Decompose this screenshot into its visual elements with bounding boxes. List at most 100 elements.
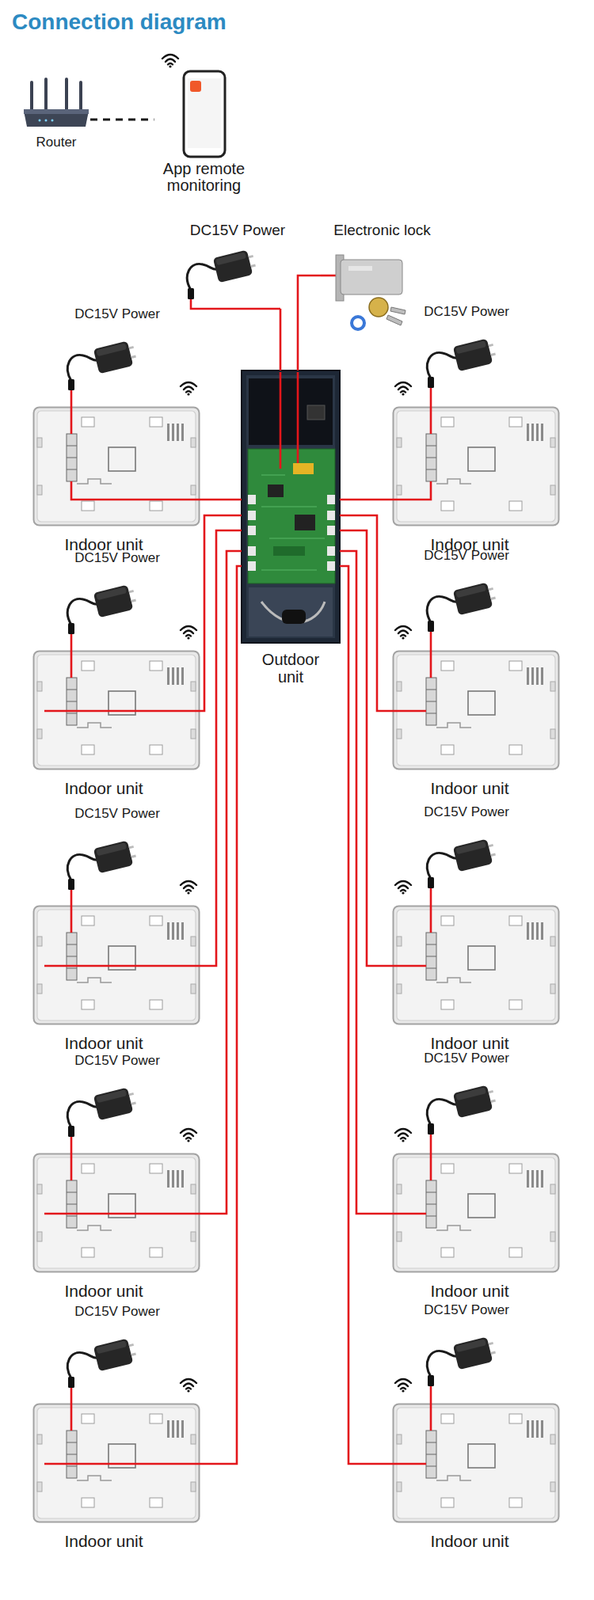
- lock-key: [386, 315, 403, 326]
- adapter-label: DC15V Power: [423, 1302, 510, 1319]
- lock-key: [390, 307, 406, 315]
- wire-connector: [70, 1395, 73, 1404]
- lock-illustration: [320, 255, 406, 330]
- board-part: [273, 546, 305, 556]
- adapter-label: DC15V Power: [423, 548, 510, 564]
- power-adapter: DC15V Power: [407, 304, 526, 399]
- indoor-monitor: [393, 407, 560, 526]
- adapter-label: DC15V Power: [74, 306, 160, 323]
- wire-connector: [200, 551, 242, 1215]
- indoor-unit: Indoor unit: [392, 650, 560, 799]
- network-link: [90, 118, 155, 122]
- diagram-title: Connection diagram: [11, 9, 227, 35]
- indoor-unit: Indoor unit: [32, 905, 201, 1054]
- wifi-icon: [395, 1129, 412, 1143]
- power-adapter: [186, 248, 258, 300]
- wire-connector: [200, 498, 242, 502]
- wire-connector: [200, 566, 242, 1465]
- lock-washer: [351, 316, 365, 330]
- unit-label: Indoor unit: [64, 779, 143, 799]
- power-adapter: [426, 837, 498, 889]
- wire-connector: [339, 566, 393, 1465]
- router-antenna: [31, 79, 81, 111]
- indoor-row: [34, 837, 560, 1025]
- adapter-label: DC15V Power: [190, 221, 286, 240]
- power-adapter: DC15V Power: [182, 221, 294, 309]
- unit-label: Indoor unit: [64, 1034, 143, 1054]
- router-node: Router: [22, 75, 91, 151]
- wifi-icon: [180, 881, 197, 895]
- power-adapter: [67, 1337, 138, 1389]
- power-adapter: [426, 581, 498, 633]
- device-label: Electronic lock: [333, 221, 431, 240]
- lock-highlight: [348, 266, 373, 271]
- indoor-unit: Indoor unit: [32, 406, 201, 555]
- adapter-label: DC15V Power: [423, 304, 510, 320]
- wire-terminal: [247, 510, 256, 521]
- power-adapter: DC15V Power: [52, 1053, 183, 1146]
- board-terminal: [293, 463, 314, 475]
- unit-label: Outdoor unit: [252, 651, 329, 686]
- wifi-icon: [162, 54, 179, 69]
- adapter-label: DC15V Power: [74, 806, 160, 823]
- wire-connector: [279, 308, 282, 371]
- lock-body: [340, 259, 403, 295]
- device-label: Router: [35, 134, 77, 151]
- router-led: [45, 119, 48, 122]
- indoor-unit: Indoor unit: [392, 406, 560, 555]
- phone-body: [183, 71, 225, 157]
- board-chip: [267, 484, 284, 498]
- wire-terminal: [327, 510, 336, 521]
- board-trace: [261, 475, 325, 571]
- wire-connector: [70, 642, 73, 651]
- wire-terminal: [327, 561, 336, 572]
- router-led: [38, 119, 42, 122]
- phone-illustration: [162, 54, 225, 157]
- indoor-unit: Indoor unit: [392, 905, 560, 1054]
- indoor-unit: Indoor unit: [392, 1153, 560, 1302]
- wire-terminal: [247, 525, 256, 536]
- adapter-label: DC15V Power: [74, 1053, 160, 1070]
- phone-screen: [187, 78, 221, 149]
- wire-terminal: [247, 546, 256, 556]
- outdoor-unit: Outdoor unit: [241, 370, 340, 686]
- wire-connector: [297, 275, 321, 371]
- power-adapter: DC15V Power: [407, 1302, 526, 1396]
- lock-cylinder: [369, 297, 389, 317]
- device-label: App remote monitoring: [156, 160, 252, 195]
- power-adapter: [67, 1086, 138, 1138]
- wire-terminal: [247, 495, 256, 505]
- indoor-unit: Indoor unit: [32, 1403, 201, 1552]
- power-adapter: [426, 1084, 498, 1135]
- wire-terminal: [327, 525, 336, 536]
- power-adapter: [67, 339, 138, 391]
- camera-module: [307, 405, 325, 420]
- unit-label: Indoor unit: [64, 1282, 143, 1302]
- outdoor-housing: [241, 370, 340, 644]
- internal-wire: [71, 388, 431, 500]
- power-wire: [190, 299, 281, 309]
- phone-node: App remote monitoring: [154, 51, 255, 195]
- power-adapter: DC15V Power: [52, 550, 183, 643]
- wire-connector: [70, 897, 73, 906]
- wire-connector: [70, 398, 73, 407]
- wifi-icon: [180, 1129, 197, 1143]
- indoor-row: [34, 1084, 560, 1272]
- router-top: [23, 109, 89, 115]
- electronic-lock: Electronic lock: [320, 221, 444, 337]
- wire-connector: [200, 530, 242, 967]
- indoor-monitor: [34, 407, 200, 526]
- unit-label: Indoor unit: [430, 1532, 509, 1552]
- app-icon: [190, 80, 202, 92]
- power-adapter: DC15V Power: [407, 548, 526, 643]
- adapter-label: DC15V Power: [74, 1304, 160, 1321]
- wire-connector: [430, 398, 433, 407]
- camera-panel: [248, 378, 333, 446]
- wire-connector: [430, 1145, 433, 1154]
- power-adapter: [67, 583, 138, 635]
- power-adapter: DC15V Power: [52, 806, 183, 898]
- adapter-label: DC15V Power: [423, 804, 510, 821]
